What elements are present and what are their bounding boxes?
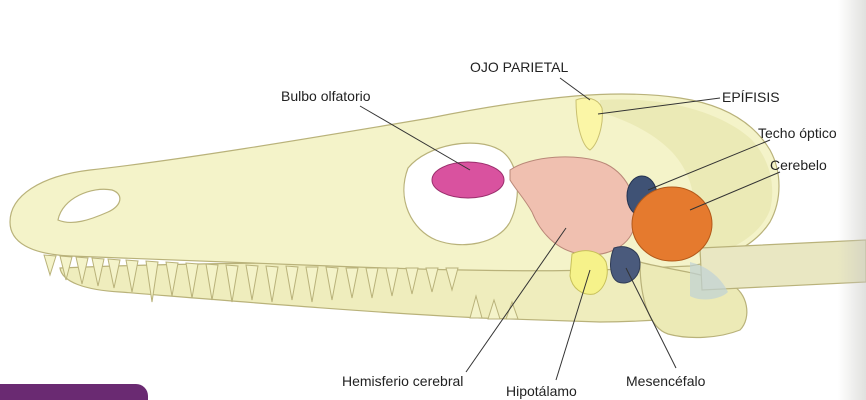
- cerebellum: [632, 187, 712, 261]
- label-mesencefalo: Mesencéfalo: [626, 373, 706, 389]
- label-bulbo-olfatorio: Bulbo olfatorio: [281, 88, 371, 104]
- label-hemisferio-cerebral: Hemisferio cerebral: [342, 373, 463, 389]
- label-techo-optico: Techo óptico: [758, 125, 837, 141]
- page-edge-shadow: [838, 0, 866, 400]
- label-epifisis: EPÍFISIS: [722, 89, 780, 105]
- label-hipotalamo: Hipotálamo: [506, 383, 577, 399]
- label-cerebelo: Cerebelo: [770, 157, 827, 173]
- label-ojo-parietal: OJO PARIETAL: [470, 59, 568, 75]
- mesencephalon: [611, 247, 640, 283]
- hypothalamus: [570, 251, 607, 295]
- olfactory-bulb: [432, 162, 504, 198]
- corner-tab: [0, 384, 148, 400]
